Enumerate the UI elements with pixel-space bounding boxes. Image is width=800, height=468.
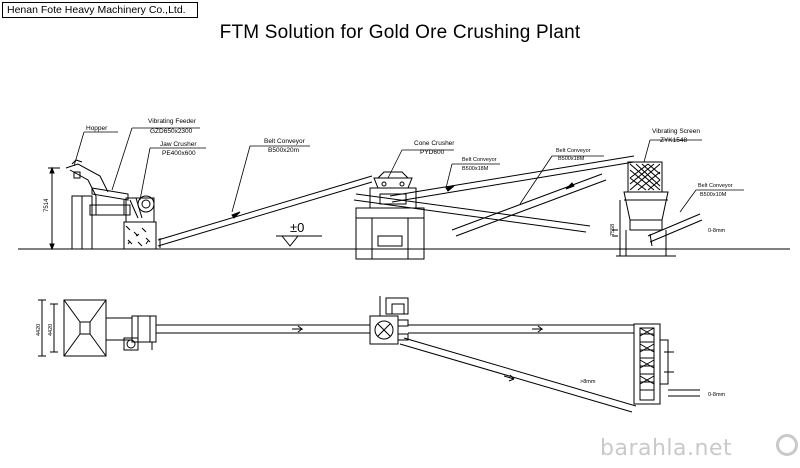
label-belt-conveyor-1-model: B500x20m: [268, 147, 299, 154]
plan-conveyor-2: [408, 324, 634, 334]
leader-lines: [73, 127, 744, 213]
plan-conveyor-3: [399, 337, 637, 413]
diagram-title: FTM Solution for Gold Ore Crushing Plant: [219, 22, 581, 43]
belt-conveyor-3: [353, 173, 607, 237]
label-belt-conveyor-2-model: B500x18M: [462, 166, 489, 172]
plan-feeder-jaw: [105, 315, 157, 351]
label-output-plan: 0-8mm: [708, 392, 726, 398]
belt-conveyor-1: [157, 175, 373, 248]
label-cone-crusher: Cone Crusher: [414, 140, 455, 147]
label-plan-width-outer: 4420: [36, 324, 42, 336]
watermark: barahla.net: [600, 434, 798, 466]
label-oversize: >8mm: [580, 379, 596, 385]
hopper: [65, 159, 109, 197]
plan-cone-crusher: [369, 296, 409, 345]
height-dimension: [48, 166, 60, 251]
cone-crusher: [355, 171, 425, 260]
label-vibrating-screen: Vibrating Screen: [652, 128, 700, 135]
label-vibrating-screen-model: ZYK1548: [660, 137, 687, 144]
label-ground-level: ±0: [290, 220, 304, 235]
plan-conveyor-4: [668, 389, 700, 397]
label-hopper: Hopper: [86, 125, 108, 132]
label-cone-crusher-model: PYD600: [420, 149, 445, 156]
jaw-foundation: [123, 221, 157, 250]
plan-conveyor-1: [156, 324, 370, 334]
label-jaw-crusher: Jaw Crusher: [160, 141, 197, 148]
label-belt-conveyor-1: Belt Conveyor: [264, 138, 306, 145]
label-height-dim: 7514: [44, 198, 50, 212]
label-belt-conveyor-3: Belt Conveyor: [556, 148, 591, 154]
label-vibrating-feeder-model: GZD650x2300: [150, 128, 193, 135]
label-belt-conveyor-2: Belt Conveyor: [462, 157, 497, 163]
belt-conveyor-2: [389, 155, 635, 203]
label-output-side: 0-8mm: [708, 228, 726, 234]
label-jaw-crusher-model: PE400x600: [162, 150, 196, 157]
watermark-text: barahla.net: [600, 436, 733, 461]
label-belt-conveyor-4-model: B500x10M: [700, 192, 727, 198]
plan-hopper: [63, 299, 107, 357]
company-name: Henan Fote Heavy Machinery Co.,Ltd.: [2, 2, 198, 18]
belt-conveyor-4: [647, 213, 703, 247]
label-belt-conveyor-4: Belt Conveyor: [698, 183, 733, 189]
vibrating-screen: [612, 161, 676, 257]
vibrating-feeder: [89, 187, 131, 216]
label-belt-conveyor-3-model: B500x18M: [558, 156, 585, 162]
plan-vibrating-screen: [633, 323, 674, 405]
label-vibrating-feeder: Vibrating Feeder: [148, 118, 197, 125]
label-screen-height-dim: 7558: [610, 224, 616, 236]
ground-level-marker: [276, 235, 322, 247]
label-plan-width-inner: 4420: [48, 324, 54, 336]
watermark-logo-icon: [776, 434, 798, 456]
plan-width-dimension: [38, 299, 58, 357]
